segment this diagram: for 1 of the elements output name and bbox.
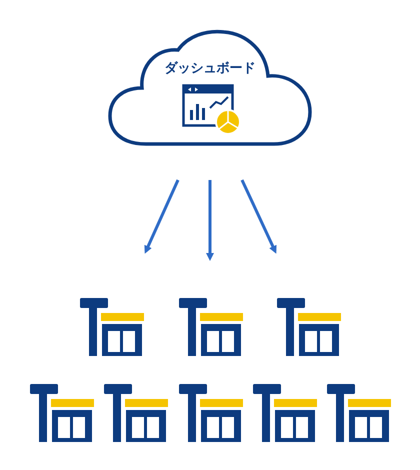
- cloud-title: ダッシュボード: [164, 60, 256, 77]
